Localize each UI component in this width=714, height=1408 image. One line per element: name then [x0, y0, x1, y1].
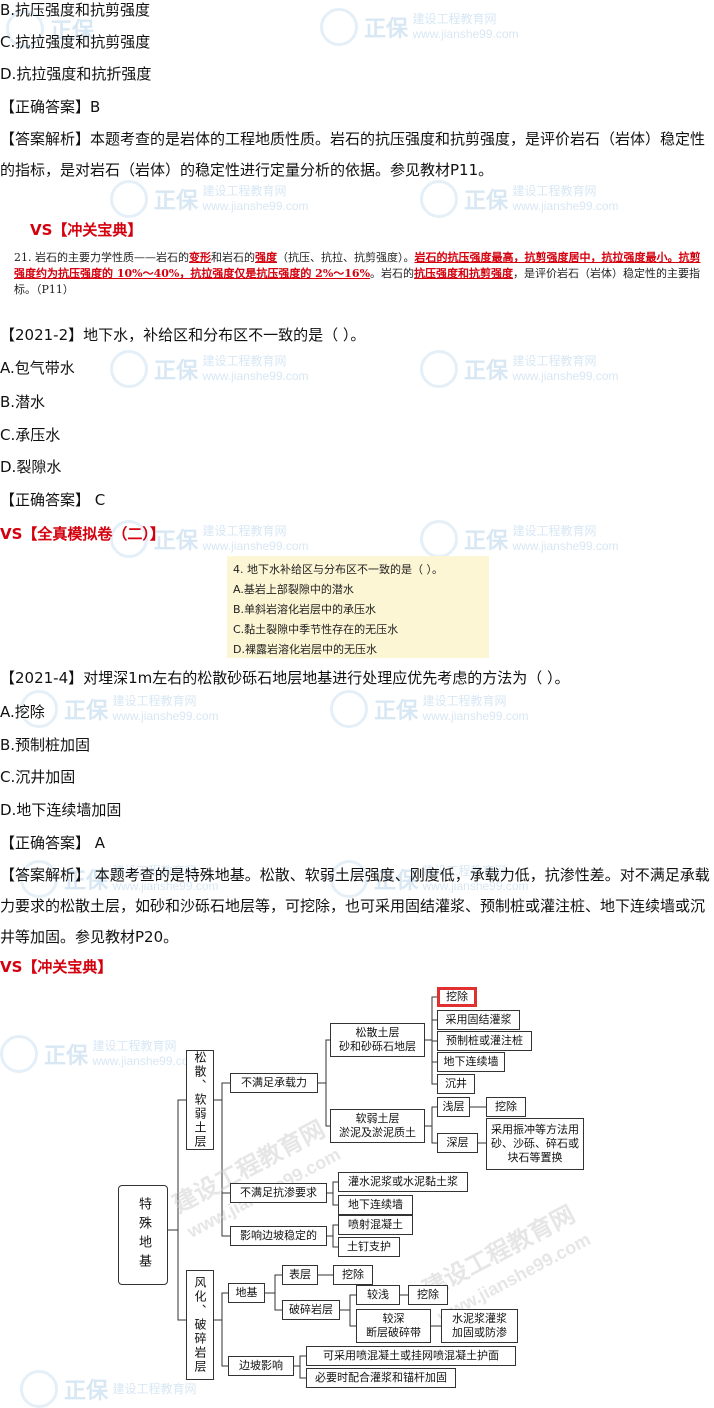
option-c: C.沉井加固 — [0, 768, 76, 786]
vs-heading: VS【全真模拟卷（二）】 — [0, 524, 165, 544]
option-d: D.地下连续墙加固 — [0, 801, 122, 819]
root-node: 特殊地基 — [118, 1185, 168, 1285]
node-broken-rock: 破碎岩层 — [282, 1300, 340, 1320]
correct-answer: 【正确答案】 C — [0, 491, 106, 509]
correct-answer: 【正确答案】 A — [0, 834, 106, 852]
branch-weathered-rock: 风化、破碎岩层 — [186, 1270, 214, 1380]
node-shotcrete: 喷射混凝土 — [338, 1215, 413, 1235]
node-excavation-3: 挖除 — [333, 1265, 373, 1285]
node-shallower: 较浅 — [356, 1285, 400, 1305]
node-diaphragm-wall-2: 地下连续墙 — [338, 1195, 413, 1215]
node-slope-stability: 影响边坡稳定的 — [230, 1226, 327, 1246]
correct-answer: 【正确答案】B — [0, 98, 101, 116]
watermark-logo-icon — [320, 8, 358, 46]
branch-loose-soft-soil: 松散、软弱土层 — [186, 1050, 214, 1150]
node-soil-nailing: 土钉支护 — [338, 1237, 400, 1257]
option-b: B.抗压强度和抗剪强度 — [0, 1, 151, 19]
mock-exam-quote: 4. 地下水补给区与分布区不一致的是（ ）。 A.基岩上部裂隙中的潜水 B.单斜… — [227, 556, 489, 658]
node-soft-soil: 软弱土层 淤泥及淤泥质土 — [330, 1109, 425, 1143]
node-piles: 预制桩或灌注桩 — [437, 1031, 532, 1051]
node-grout-anchor: 必要时配合灌浆和锚杆加固 — [306, 1368, 456, 1388]
option-b: B.潜水 — [0, 393, 46, 411]
vs-title: 【全真模拟卷（二）】 — [22, 525, 165, 543]
node-slope-effect: 边坡影响 — [228, 1356, 294, 1376]
node-shotcrete-mesh: 可采用喷混凝土或挂网喷混凝土护面 — [306, 1346, 516, 1366]
vs-heading: VS【冲关宝典】 — [0, 957, 112, 977]
node-bearing-capacity: 不满足承载力 — [230, 1073, 318, 1093]
diagram-connectors — [168, 996, 486, 1379]
vs-title: 【冲关宝典】 — [52, 221, 143, 239]
option-b: B.预制桩加固 — [0, 736, 91, 754]
watermark-logo-icon — [420, 350, 458, 388]
node-deep: 深层 — [437, 1133, 478, 1153]
node-diaphragm-wall: 地下连续墙 — [437, 1052, 505, 1072]
watermark-logo-icon — [110, 350, 148, 388]
vs-heading: VS【冲关宝典】 — [30, 220, 142, 240]
node-caisson: 沉井 — [437, 1074, 475, 1094]
vs-prefix: VS — [0, 958, 23, 976]
node-cement-grouting: 水泥浆灌浆 加固或防渗 — [441, 1309, 518, 1343]
question-stem: 【2021-2】地下水，补给区和分布区不一致的是（ ）。 — [0, 326, 366, 344]
vs-title: 【冲关宝典】 — [22, 958, 113, 976]
vs-prefix: VS — [30, 221, 53, 239]
node-cement-grout: 灌水泥浆或水泥黏土浆 — [338, 1172, 468, 1192]
option-c: C.承压水 — [0, 426, 61, 444]
watermark-logo-icon — [420, 520, 458, 558]
textbook-quote: 21. 岩石的主要力学性质——岩石的变形和岩石的强度（抗压、抗拉、抗剪强度）。岩… — [14, 251, 701, 296]
option-d: D.抗拉强度和抗折强度 — [0, 65, 152, 83]
answer-analysis: 【答案解析】本题考查的是岩体的工程地质性质。岩石的抗压强度和抗剪强度，是评价岩石… — [0, 130, 706, 179]
node-deeper-fault: 较深 断层破碎带 — [356, 1309, 431, 1343]
answer-analysis: 【答案解析】 本题考查的是特殊地基。松散、软弱土层强度、刚度低，承载力低，抗渗性… — [0, 866, 710, 946]
node-excavation: 挖除 — [486, 1097, 526, 1117]
node-excavation-4: 挖除 — [408, 1285, 448, 1305]
watermark-logo-icon — [330, 690, 368, 728]
option-a: A.包气带水 — [0, 359, 75, 377]
node-surface: 表层 — [282, 1265, 318, 1285]
option-d: D.裂隙水 — [0, 458, 62, 476]
option-a: A.挖除 — [0, 703, 45, 721]
question-stem: 【2021-4】对埋深1m左右的松散砂砾石地层地基进行处理应优先考虑的方法为（ … — [0, 669, 570, 687]
vs-prefix: VS — [0, 525, 23, 543]
option-c: C.抗拉强度和抗剪强度 — [0, 33, 151, 51]
node-loose-soil: 松散土层 砂和砂砾石地层 — [330, 1023, 425, 1057]
node-grouting: 采用固结灌浆 — [437, 1010, 520, 1030]
node-replacement: 采用振冲等方法用砂、沙砾、碎石或块石等置换 — [486, 1118, 584, 1170]
node-foundation: 地基 — [228, 1283, 265, 1303]
node-shallow: 浅层 — [437, 1097, 470, 1117]
node-seepage: 不满足抗渗要求 — [230, 1183, 327, 1203]
node-excavation-highlight: 挖除 — [437, 987, 477, 1007]
